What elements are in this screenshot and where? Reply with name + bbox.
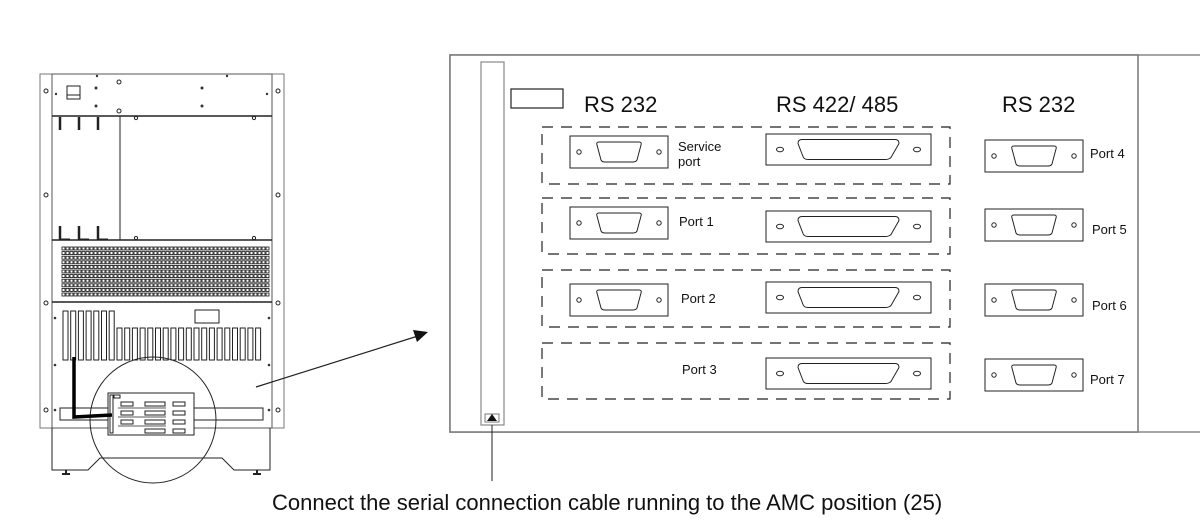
card-slot xyxy=(62,310,69,361)
db9-connector-left-2 xyxy=(569,283,669,317)
card-slot xyxy=(216,327,223,361)
port-7-label: Port 7 xyxy=(1090,372,1125,387)
ventilation-grille xyxy=(61,246,270,297)
port-4-label: Port 4 xyxy=(1090,146,1125,161)
db9-connector-right-7 xyxy=(984,358,1084,392)
service-port-label-line1: Service xyxy=(678,139,721,154)
card-slot xyxy=(193,327,200,361)
card-slot xyxy=(116,327,123,361)
card-slot xyxy=(101,310,107,361)
card-slot xyxy=(108,310,115,361)
port-3-label: Port 3 xyxy=(682,362,717,377)
card-slot xyxy=(232,327,238,361)
card-slot xyxy=(185,327,192,361)
switch-icon xyxy=(66,85,81,100)
card-slot xyxy=(77,310,84,361)
db25-connector-3 xyxy=(765,357,932,390)
module-handles xyxy=(58,117,100,240)
db9-connector-right-6 xyxy=(984,283,1084,317)
card-slot xyxy=(93,310,100,361)
db25-connector-0 xyxy=(765,133,932,166)
port-group-1 xyxy=(541,197,951,255)
card-slot xyxy=(170,327,177,361)
mini-interface-panel xyxy=(107,392,195,436)
card-slot xyxy=(131,327,138,361)
db9-connector-right-4 xyxy=(984,139,1084,173)
port-1-label: Port 1 xyxy=(679,214,714,229)
cabinet-rear-view xyxy=(39,73,285,484)
amc-marker xyxy=(484,413,500,423)
card-slot xyxy=(124,327,131,361)
card-slot xyxy=(70,310,77,361)
card-slot xyxy=(155,327,161,361)
interface-panel-enlarged xyxy=(449,54,1200,433)
zoom-arrow xyxy=(255,330,428,388)
screws-top xyxy=(54,74,269,108)
db25-connector-2 xyxy=(765,281,932,314)
display-window xyxy=(194,309,220,324)
card-slot xyxy=(224,327,231,361)
port-group-0 xyxy=(541,126,951,185)
card-slot xyxy=(139,327,146,361)
header-rs422-485: RS 422/ 485 xyxy=(776,92,898,117)
magnifier-circle xyxy=(89,356,217,484)
card-slot xyxy=(85,310,92,361)
label-plate xyxy=(510,88,564,109)
port-2-label: Port 2 xyxy=(681,291,716,306)
card-slot xyxy=(178,327,185,361)
card-slot xyxy=(201,327,208,361)
card-slots xyxy=(62,310,262,361)
db9-connector-left-1 xyxy=(569,206,669,240)
port-group-2 xyxy=(541,269,951,328)
card-slot xyxy=(147,327,154,361)
service-port-label-line2: port xyxy=(678,154,701,169)
card-slot xyxy=(247,327,254,361)
port-group-3 xyxy=(541,342,951,400)
card-slot xyxy=(239,327,246,361)
port-5-label: Port 5 xyxy=(1092,222,1127,237)
serial-cable xyxy=(72,357,113,419)
port-6-label: Port 6 xyxy=(1092,298,1127,313)
db9-connector-left-0 xyxy=(569,135,669,169)
header-rs232-right: RS 232 xyxy=(1002,92,1075,117)
port-groups xyxy=(541,126,1084,400)
caption: Connect the serial connection cable runn… xyxy=(272,490,942,515)
card-slot xyxy=(208,327,215,361)
card-slot xyxy=(255,327,262,361)
db25-connector-1 xyxy=(765,210,932,243)
db9-connector-right-5 xyxy=(984,208,1084,242)
header-rs232-left: RS 232 xyxy=(584,92,657,117)
card-slot xyxy=(162,327,169,361)
